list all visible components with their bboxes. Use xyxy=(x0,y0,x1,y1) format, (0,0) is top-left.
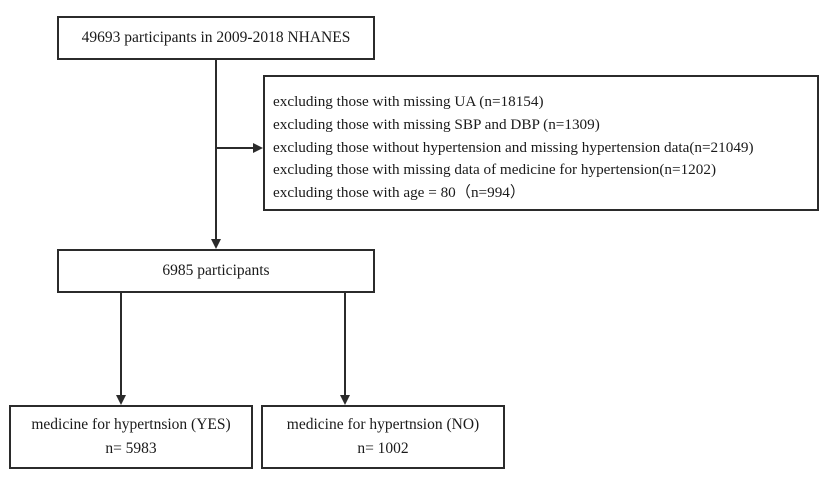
exclusion-line-missing-medicine: excluding those with missing data of med… xyxy=(273,161,717,179)
medicine-no-count: n= 1002 xyxy=(357,440,409,457)
exclusion-line-missing-hypertension: excluding those without hypertension and… xyxy=(273,138,754,156)
exclusion-line-missing-ua: excluding those with missing UA (n=18154… xyxy=(273,93,544,110)
medicine-yes-label: medicine for hypertnsion (YES) xyxy=(31,415,231,433)
medicine-yes-count: n= 5983 xyxy=(105,440,157,457)
medicine-no-box: medicine for hypertnsion (NO) n= 1002 xyxy=(261,405,505,469)
medicine-no-label: medicine for hypertnsion (NO) xyxy=(286,415,480,433)
source-population-text: 49693 participants in 2009-2018 NHANES xyxy=(81,28,351,46)
exclusion-criteria-box: excluding those with missing UA (n=18154… xyxy=(263,75,819,211)
source-population-box: 49693 participants in 2009-2018 NHANES xyxy=(57,16,375,60)
exclusion-line-missing-sbp-dbp: excluding those with missing SBP and DBP… xyxy=(273,115,600,133)
exclusion-line-age: excluding those with age = 80（n=994） xyxy=(273,184,526,202)
medicine-yes-box: medicine for hypertnsion (YES) n= 5983 xyxy=(9,405,253,469)
analytic-sample-box: 6985 participants xyxy=(57,249,375,293)
analytic-sample-text: 6985 participants xyxy=(162,261,270,279)
